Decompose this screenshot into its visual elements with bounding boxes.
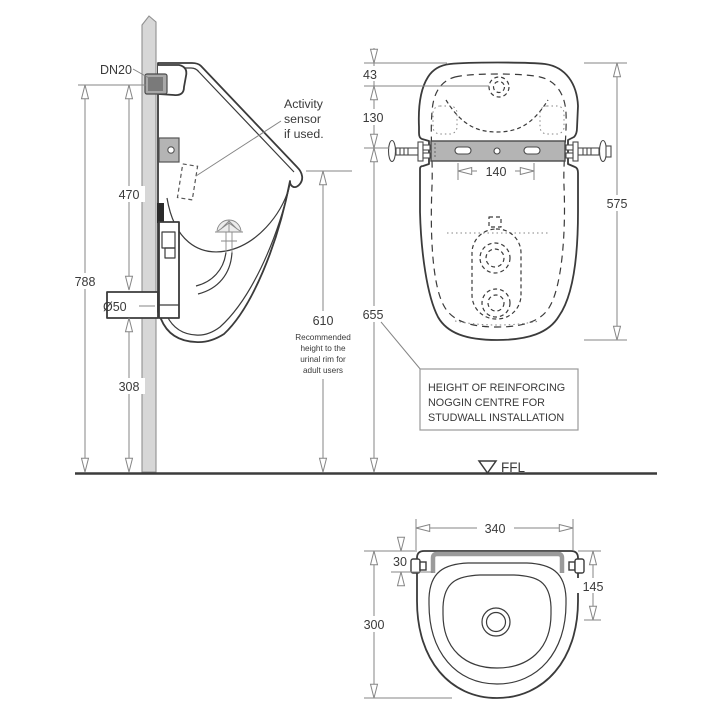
dia-50-label: Ø50 [103, 300, 127, 314]
plan-hanger-bracket [430, 551, 565, 573]
urinal-plan-outline [416, 550, 579, 699]
dim-575-label: 575 [607, 197, 628, 211]
noggin-note-box: HEIGHT OF REINFORCING NOGGIN CENTRE FOR … [419, 368, 579, 431]
trap-lines [195, 251, 233, 295]
plan-drain-outer [481, 607, 511, 637]
right-pocket-hidden [539, 105, 565, 135]
noggin-note-line1: HEIGHT OF REINFORCING [428, 382, 565, 394]
ffl-datum-triangle [477, 460, 498, 475]
hidden-waste-detail [447, 216, 549, 326]
plan-dimensions: 340 30 145 300 [357, 519, 609, 699]
dn20-label: DN20 [100, 63, 132, 77]
mounting-bracket [430, 140, 566, 162]
sensor-leader [195, 120, 282, 177]
plan-bolt-caps [410, 558, 585, 574]
floor-level: FFL [75, 460, 657, 475]
front-dimensions: 140 43 130 655 575 [356, 48, 634, 473]
activity-note-line1: Activity [284, 97, 324, 111]
dim-43-label: 43 [363, 68, 377, 82]
noggin-note-line2: NOGGIN CENTRE FOR [428, 397, 545, 409]
rim-note-line2: height to the [300, 344, 346, 353]
noggin-note-line3: STUDWALL INSTALLATION [428, 412, 564, 424]
dim-340-label: 340 [485, 522, 506, 536]
hidden-collar-curve [445, 99, 549, 133]
top-hole-inner [492, 80, 506, 94]
activity-note-line2: sensor [284, 112, 321, 126]
dim-655-label: 655 [363, 308, 384, 322]
ffl-label: FFL [501, 460, 525, 475]
rear-outlet-seal [157, 203, 164, 223]
dim-308-label: 308 [119, 380, 140, 394]
dim-610-label: 610 [313, 314, 334, 328]
rim-note-line3: urinal rim for [300, 355, 346, 364]
left-pocket-hidden [432, 105, 458, 135]
dome-strainer [215, 219, 243, 253]
dim-300-label: 300 [364, 618, 385, 632]
urinal-front-outline [417, 61, 579, 341]
plan-rim-line [428, 562, 567, 685]
wall-bracket [158, 137, 180, 163]
dim-140-label: 140 [486, 165, 507, 179]
dim-788-label: 788 [75, 275, 96, 289]
noggin-leader [380, 321, 422, 371]
urinal-front-hidden-outline [430, 73, 567, 328]
wall-section [141, 15, 157, 473]
plan-drain-inner [485, 611, 507, 633]
dn20-leader [132, 68, 150, 79]
activity-note-line3: if used. [284, 127, 324, 141]
left-fixing-bolt [387, 139, 431, 163]
top-hole-outer [488, 76, 510, 98]
dn20-inlet-spud-core [148, 77, 163, 91]
dim-470-label: 470 [119, 188, 140, 202]
dim-130-label: 130 [363, 111, 384, 125]
dim-30-label: 30 [393, 555, 407, 569]
dim-145-label: 145 [583, 580, 604, 594]
activity-sensor-outline [176, 163, 199, 201]
right-fixing-bolt [565, 139, 612, 163]
plan-bowl-line [442, 574, 552, 669]
inner-front-line [166, 183, 291, 336]
inner-top-line [162, 67, 295, 173]
rear-trap-housing [158, 221, 180, 319]
front-elevation-view: 140 43 130 655 575 HEIGHT OF REINFORCING… [356, 48, 634, 473]
side-elevation-view: 788 470 308 Ø50 610 Recommended height t… [69, 15, 363, 473]
rim-note-line4: adult users [303, 366, 343, 375]
rim-note-line1: Recommended [295, 333, 351, 342]
plan-view: 340 30 145 300 [357, 519, 609, 699]
side-dimensions: 788 470 308 Ø50 610 Recommended height t… [69, 84, 363, 473]
